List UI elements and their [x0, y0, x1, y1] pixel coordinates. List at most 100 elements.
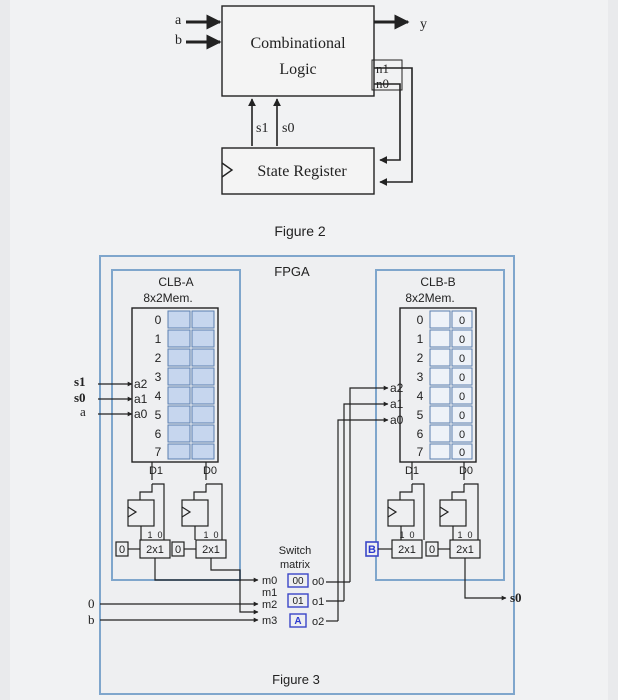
clb-b-a1: a1: [390, 397, 404, 411]
clb-a-labels: D1 D0 2x1 2x1 0 0 1 0 1 0: [119, 465, 220, 556]
clb-a-addr-1: 1: [155, 332, 162, 346]
switch-m2: m2: [262, 599, 277, 611]
switch-select-2: A: [294, 616, 301, 627]
clb-b-a2: a2: [390, 381, 404, 395]
clb-b-addr-3: 3: [417, 370, 424, 384]
combinational-logic-box: [221, 5, 375, 97]
clb-b-d0-3: 0: [459, 372, 465, 384]
clb-b-flipflop-1: [387, 499, 415, 527]
clock-triangle-icon: [221, 162, 234, 178]
clb-b-address-inputs: a2 a1 a0: [390, 381, 404, 427]
clb-b-d0-7: 0: [459, 447, 465, 459]
switch-selects: 00 01 A: [292, 576, 304, 627]
n0-label: n0: [376, 76, 389, 91]
figure-2-labels: a b y Combinational Logic n1 n0 s1 s0 St…: [175, 13, 427, 239]
clb-a-cells: [167, 310, 215, 460]
switch-select-0-box: [287, 573, 309, 588]
external-bottom-inputs: 0 b: [88, 596, 95, 627]
clb-b-addr-7: 7: [417, 445, 424, 459]
clb-a-mux-1-const: 0: [119, 544, 125, 556]
ext-s0: s0: [74, 390, 86, 405]
clb-a-mux-0-sel-0: 0: [213, 530, 218, 540]
clb-a-d1: D1: [149, 465, 163, 477]
clb-a-addr-0: 0: [155, 313, 162, 327]
clb-b-addresses: 0 1 2 3 4 5 6 7: [417, 313, 424, 459]
clb-b-addr-6: 6: [417, 427, 424, 441]
ext-a: a: [80, 404, 86, 419]
state-register-label: State Register: [257, 163, 347, 180]
figure-3: FPGA 0 1 2 3 4 5 6 7 CLB-A 8x2Mem.: [74, 255, 522, 695]
clb-a-address-inputs: a2 a1 a0: [134, 377, 148, 421]
clb-b-d0-2: 0: [459, 353, 465, 365]
clb-b-addr-2: 2: [417, 351, 424, 365]
clb-b-title: CLB-B: [420, 275, 455, 289]
clb-a-addresses: 0 1 2 3 4 5 6 7: [155, 313, 162, 459]
clb-a-addr-2: 2: [155, 351, 162, 365]
clb-b-d0-4: 0: [459, 391, 465, 403]
logic-label: Logic: [279, 61, 316, 78]
fpga-label: FPGA: [274, 264, 310, 279]
ext-zero: 0: [88, 596, 95, 611]
switch-matrix-labels: Switch matrix m0 m1 m2 m3: [262, 545, 311, 627]
clb-a-addr-3: 3: [155, 370, 162, 384]
clb-b-addr-5: 5: [417, 408, 424, 422]
clb-a-a2: a2: [134, 377, 148, 391]
figure-2: [186, 5, 413, 195]
ext-b: b: [88, 612, 95, 627]
clb-b-cells: [429, 310, 473, 460]
clb-b-addr-0: 0: [417, 313, 424, 327]
clb-b-a0: a0: [390, 413, 404, 427]
clb-b-mux-1-const: B: [368, 544, 376, 556]
clb-a-mem-label: 8x2Mem.: [143, 291, 192, 305]
fpga-border: [99, 255, 515, 695]
clb-b-addr-4: 4: [417, 389, 424, 403]
switch-select-1: 01: [292, 596, 304, 607]
clb-a-mux-1-sel-0: 0: [157, 530, 162, 540]
clb-b-flipflop-0: [439, 499, 467, 527]
switch-m3: m3: [262, 615, 277, 627]
clb-a-mux-0-label: 2x1: [202, 544, 220, 556]
input-a-label: a: [175, 13, 182, 28]
clb-b-mux-0-const: 0: [429, 544, 435, 556]
clb-a-title: CLB-A: [158, 275, 193, 289]
ext-output-s0: s0: [510, 590, 522, 605]
clb-b-mux-1-label: 2x1: [398, 544, 416, 556]
clb-b-d0-1: 0: [459, 334, 465, 346]
clb-a-flipflop-0: [181, 499, 209, 527]
clb-b-d0-6: 0: [459, 429, 465, 441]
s1-label: s1: [256, 121, 268, 136]
switch-select-2-box: [289, 613, 307, 628]
clb-a-addr-7: 7: [155, 445, 162, 459]
input-b-label: b: [175, 33, 182, 48]
state-register-box: [221, 147, 375, 195]
switch-o1: o1: [312, 596, 324, 608]
n1-label: n1: [376, 61, 389, 76]
clb-b-mux-0-sel-0: 0: [467, 530, 472, 540]
switch-outputs: o0 o1 o2: [312, 576, 324, 628]
s0-label: s0: [282, 121, 294, 136]
switch-title-1: Switch: [279, 545, 311, 557]
clb-a-mux-1-label: 2x1: [146, 544, 164, 556]
clb-b-d0-values: 0 0 0 0 0 0 0 0: [459, 315, 465, 459]
output-y-label: y: [420, 17, 427, 32]
clb-a-mux-0-const: 0: [175, 544, 181, 556]
figure-2-caption: Figure 2: [274, 223, 326, 239]
clb-b-mux-1-sel-1: 1: [399, 530, 404, 540]
switch-o2: o2: [312, 616, 324, 628]
switch-title-2: matrix: [280, 559, 310, 571]
clb-b-border: [375, 269, 505, 581]
switch-m0: m0: [262, 575, 277, 587]
clb-b-memory: [399, 307, 477, 463]
ext-s1: s1: [74, 374, 86, 389]
clb-b-mem-label: 8x2Mem.: [405, 291, 454, 305]
clb-b-addr-1: 1: [417, 332, 424, 346]
clb-b-d0-5: 0: [459, 410, 465, 422]
switch-o0: o0: [312, 576, 324, 588]
clb-b-labels: D1 D0 2x1 2x1 B 0 1 0 1 0: [368, 465, 474, 556]
clb-a-d0: D0: [203, 465, 217, 477]
clb-a-mux-0-sel-1: 1: [203, 530, 208, 540]
clb-a-addr-4: 4: [155, 389, 162, 403]
clb-a-a1: a1: [134, 392, 148, 406]
clb-a-flipflop-1: [127, 499, 155, 527]
clb-b-mux-0-label: 2x1: [456, 544, 474, 556]
